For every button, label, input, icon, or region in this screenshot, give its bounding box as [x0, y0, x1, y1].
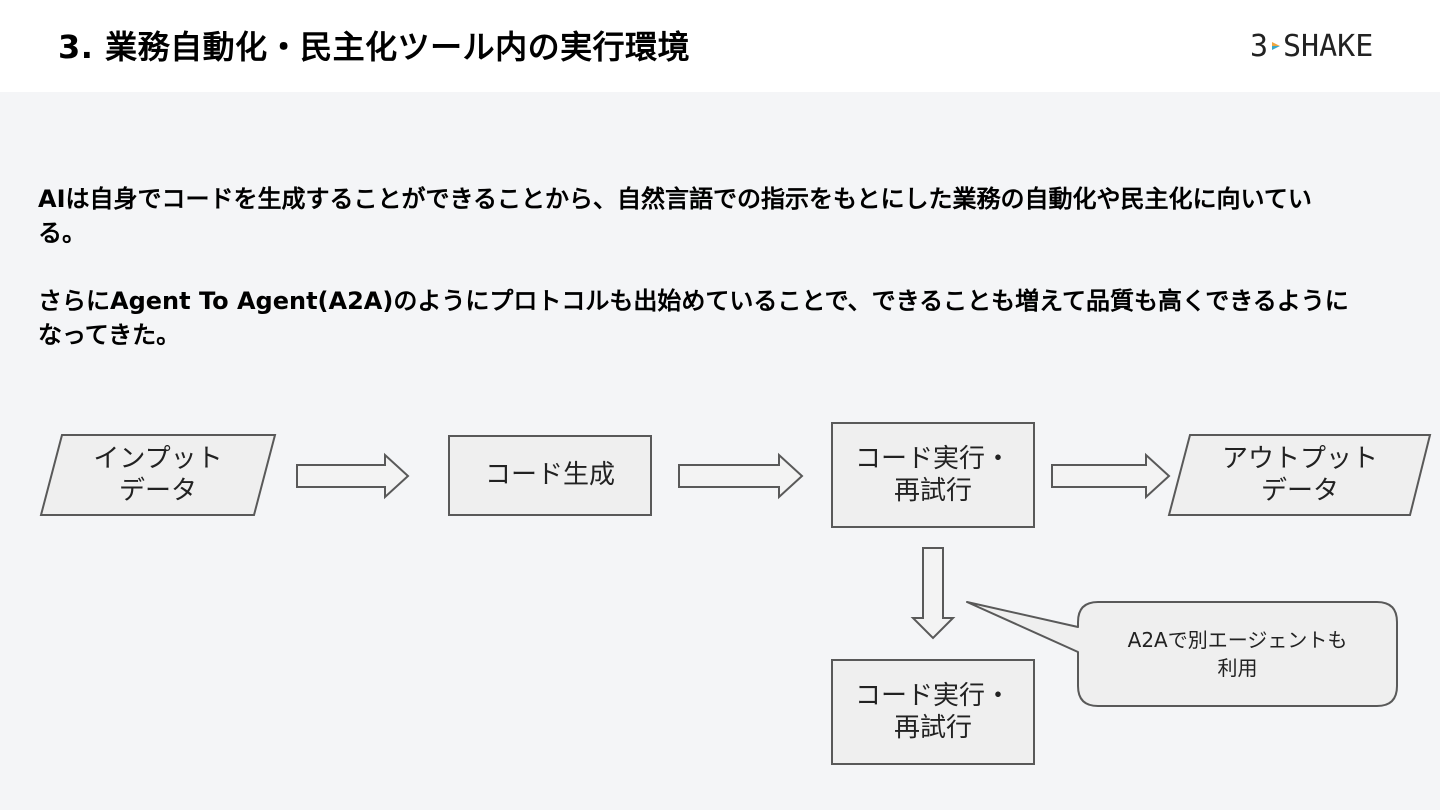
arrow-execute-to-output	[1051, 452, 1171, 500]
a2a-paragraph: さらにAgent To Agent(A2A)のようにプロトコルも出始めていること…	[38, 287, 1349, 349]
slide-header: 3. 業務自動化・民主化ツール内の実行環境 3 SHAKE	[0, 0, 1440, 92]
output-data-label: アウトプット データ	[1221, 444, 1378, 506]
code-generation-box	[448, 435, 652, 516]
logo-digit: 3	[1250, 29, 1268, 64]
company-logo: 3 SHAKE	[1250, 29, 1373, 64]
agent-execute-label: コード実行・ 再試行	[854, 681, 1011, 743]
intro-paragraph: AIは自身でコードを生成することができることから、自然言語での指示をもとにした業…	[38, 185, 1312, 247]
code-generation-label: コード生成	[484, 460, 615, 490]
input-data-shape	[39, 434, 277, 516]
agent-execute-box	[831, 659, 1035, 765]
logo-wordmark: SHAKE	[1283, 29, 1373, 64]
arrow-execute-down	[910, 547, 956, 640]
page-title: 3. 業務自動化・民主化ツール内の実行環境	[58, 28, 691, 66]
code-execute-box	[831, 422, 1035, 528]
input-data-label: インプット データ	[93, 444, 223, 506]
logo-accent-orange	[1272, 42, 1280, 46]
a2a-callout-label: A2Aで別エージェントも 利用	[1127, 628, 1348, 680]
arrow-input-to-generate	[296, 452, 410, 500]
output-data-shape	[1167, 434, 1432, 516]
logo-accent-blue	[1272, 46, 1280, 50]
a2a-callout-bubble	[966, 601, 1398, 707]
arrow-generate-to-execute	[678, 452, 804, 500]
code-execute-label: コード実行・ 再試行	[854, 444, 1011, 506]
